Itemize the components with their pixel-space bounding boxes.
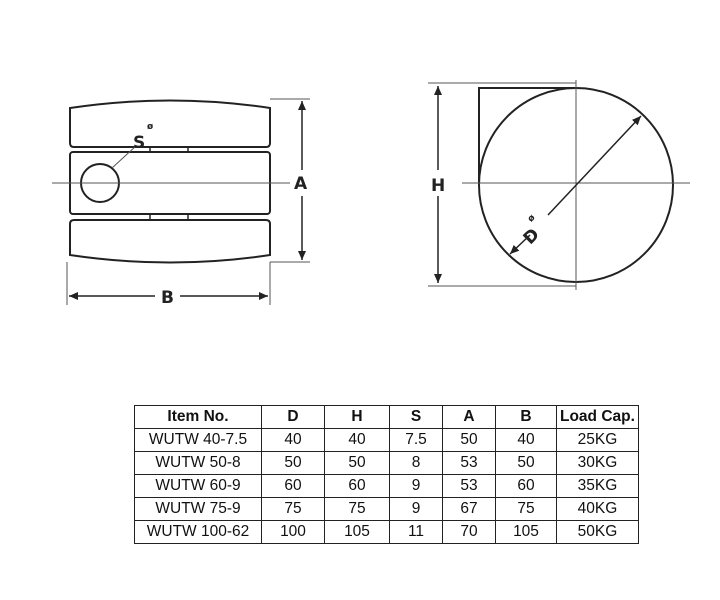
spec-table: Item No. D H S A B Load Cap. WUTW 40-7.5… bbox=[134, 405, 639, 544]
cell-b: 105 bbox=[495, 520, 557, 544]
cell-d: 75 bbox=[261, 497, 325, 521]
cell-load-cap: 30KG bbox=[556, 451, 639, 475]
side-view bbox=[69, 99, 271, 264]
header-a: A bbox=[442, 405, 496, 429]
cell-item-no: WUTW 75-9 bbox=[134, 497, 262, 521]
table-row: WUTW 50-8 50 50 8 53 50 30KG bbox=[134, 451, 639, 475]
front-view-construction-lines bbox=[428, 80, 690, 290]
technical-drawing: A B S ø H D ø bbox=[52, 80, 690, 308]
cell-load-cap: 35KG bbox=[556, 474, 639, 498]
header-s: S bbox=[389, 405, 443, 429]
label-b: B bbox=[161, 288, 174, 308]
cell-s: 9 bbox=[389, 474, 443, 498]
cell-a: 67 bbox=[442, 497, 496, 521]
label-h: H bbox=[431, 176, 445, 196]
cell-d: 40 bbox=[261, 428, 325, 452]
cell-d: 60 bbox=[261, 474, 325, 498]
mount-bracket bbox=[478, 87, 576, 183]
cell-a: 50 bbox=[442, 428, 496, 452]
cell-item-no: WUTW 60-9 bbox=[134, 474, 262, 498]
cell-a: 70 bbox=[442, 520, 496, 544]
bottom-segment bbox=[69, 219, 271, 264]
cell-a: 53 bbox=[442, 474, 496, 498]
table-row: WUTW 40-7.5 40 40 7.5 50 40 25KG bbox=[134, 428, 639, 452]
cell-d: 100 bbox=[261, 520, 325, 544]
cell-h: 75 bbox=[324, 497, 390, 521]
side-view-construction-lines bbox=[52, 98, 310, 305]
label-d: D bbox=[520, 225, 544, 249]
dimension-d bbox=[509, 115, 642, 255]
label-a: A bbox=[294, 174, 308, 194]
header-load-cap: Load Cap. bbox=[556, 405, 639, 429]
cell-h: 60 bbox=[324, 474, 390, 498]
label-s: S bbox=[133, 133, 145, 153]
cell-s: 11 bbox=[389, 520, 443, 544]
table-row: WUTW 75-9 75 75 9 67 75 40KG bbox=[134, 497, 639, 521]
header-d: D bbox=[261, 405, 325, 429]
cell-h: 50 bbox=[324, 451, 390, 475]
cell-s: 8 bbox=[389, 451, 443, 475]
cell-item-no: WUTW 100-62 bbox=[134, 520, 262, 544]
cell-s: 7.5 bbox=[389, 428, 443, 452]
table-header-row: Item No. D H S A B Load Cap. bbox=[134, 405, 639, 429]
table-row: WUTW 60-9 60 60 9 53 60 35KG bbox=[134, 474, 639, 498]
cell-load-cap: 40KG bbox=[556, 497, 639, 521]
cell-b: 75 bbox=[495, 497, 557, 521]
cell-item-no: WUTW 50-8 bbox=[134, 451, 262, 475]
top-segment bbox=[69, 99, 271, 148]
cell-load-cap: 25KG bbox=[556, 428, 639, 452]
table-row: WUTW 100-62 100 105 11 70 105 50KG bbox=[134, 520, 639, 544]
cell-load-cap: 50KG bbox=[556, 520, 639, 544]
cell-b: 50 bbox=[495, 451, 557, 475]
cell-h: 105 bbox=[324, 520, 390, 544]
cell-b: 60 bbox=[495, 474, 557, 498]
cell-d: 50 bbox=[261, 451, 325, 475]
cell-h: 40 bbox=[324, 428, 390, 452]
label-s-diameter: ø bbox=[147, 122, 153, 132]
cell-s: 9 bbox=[389, 497, 443, 521]
header-h: H bbox=[324, 405, 390, 429]
cell-item-no: WUTW 40-7.5 bbox=[134, 428, 262, 452]
cell-a: 53 bbox=[442, 451, 496, 475]
cell-b: 40 bbox=[495, 428, 557, 452]
header-item-no: Item No. bbox=[134, 405, 262, 429]
header-b: B bbox=[495, 405, 557, 429]
label-d-diameter: ø bbox=[526, 213, 537, 224]
